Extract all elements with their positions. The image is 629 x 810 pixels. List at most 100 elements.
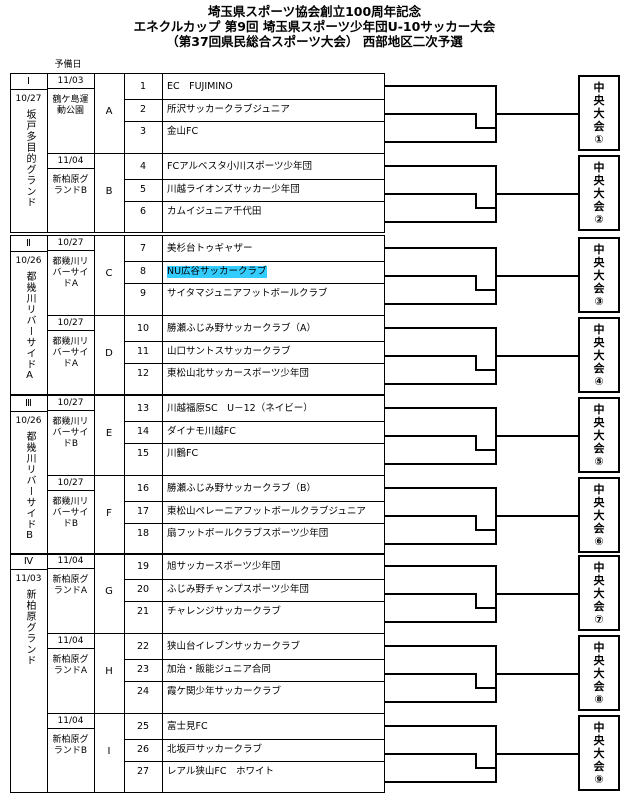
- team-number: 10: [136, 323, 150, 334]
- row-line: [124, 658, 385, 660]
- group-separator: [47, 153, 385, 154]
- num-col-line: [124, 153, 125, 233]
- bracket-line: [385, 165, 495, 167]
- block-roman: Ⅳ: [23, 556, 34, 567]
- team-name: サイタマジュニアフットボールクラブ: [167, 288, 328, 299]
- bracket-line: [385, 141, 495, 143]
- row-line: [124, 260, 385, 262]
- group-col-line: [94, 235, 95, 315]
- bracket-line: [385, 355, 475, 357]
- bracket-line: [475, 207, 495, 209]
- bracket-vertical: [475, 113, 477, 129]
- block-roman-line: [10, 89, 47, 90]
- team-name: 川越福原SC U－12（ネイビー）: [167, 403, 313, 414]
- group-letter: C: [105, 268, 113, 279]
- team-name: 扇フットボールクラブスポーツ少年団: [167, 528, 329, 539]
- num-col-line: [124, 315, 125, 395]
- bracket-line: [495, 355, 578, 357]
- group-venue: 都幾川リバーサイドB: [52, 497, 89, 529]
- group-date: 11/03: [57, 76, 84, 86]
- team-name: 川鶴FC: [167, 448, 199, 459]
- block-roman-line: [10, 411, 47, 412]
- num-col-line: [124, 713, 125, 793]
- group-letter: E: [105, 428, 113, 439]
- group-separator: [47, 315, 385, 316]
- group-separator: [47, 713, 385, 714]
- block-date: 11/03: [15, 574, 42, 584]
- group-col-line: [94, 73, 95, 153]
- group-date-line: [47, 728, 94, 729]
- team-number: 17: [136, 505, 150, 517]
- group-date: 10/27: [57, 238, 84, 248]
- bracket-line: [475, 607, 495, 609]
- team-number: 2: [139, 103, 147, 115]
- team-name: 加治・飯能ジュニア合同: [167, 663, 271, 675]
- team-number: 16: [136, 483, 150, 494]
- group-date-line: [47, 330, 94, 331]
- group-venue: 都幾川リバーサイドB: [52, 417, 89, 449]
- reserve-day-header: 予備日: [54, 60, 82, 70]
- block-date: 10/26: [15, 256, 42, 266]
- bracket-line: [385, 113, 475, 115]
- group-date-line: [47, 250, 94, 251]
- block-venue: 都幾川リバーサイドB: [24, 431, 35, 542]
- team-name: 霞ケ関少年サッカークラブ: [167, 686, 282, 697]
- team-col-line: [162, 475, 163, 555]
- team-number: 18: [136, 528, 150, 539]
- row-line: [124, 420, 385, 422]
- team-name: 狭山台イレブンサッカークラブ: [167, 641, 301, 652]
- bracket-line: [385, 463, 495, 465]
- team-number: 15: [136, 448, 150, 459]
- group-date: 10/27: [57, 398, 84, 408]
- team-number: 8: [139, 265, 147, 277]
- row-line: [124, 578, 385, 580]
- block-frame: [10, 553, 385, 793]
- team-name: 金山FC: [167, 126, 199, 137]
- team-name: 山口サントスサッカークラブ: [167, 345, 291, 357]
- team-col-line: [162, 633, 163, 713]
- group-date: 11/04: [57, 716, 84, 726]
- bracket-line: [475, 449, 495, 451]
- bracket-vertical: [475, 593, 477, 609]
- bracket-vertical: [475, 753, 477, 769]
- bracket-line: [385, 247, 495, 249]
- team-number: 4: [139, 161, 147, 172]
- group-date: 10/27: [57, 478, 84, 488]
- team-number: 14: [136, 425, 150, 437]
- bracket-line: [385, 593, 475, 595]
- block-divider: [47, 553, 48, 793]
- team-name: 東松山ペレーニアフットボールクラブジュニア: [167, 505, 366, 517]
- team-name: 勝瀬ふじみ野サッカークラブ（A）: [167, 323, 316, 334]
- bracket-line: [385, 753, 475, 755]
- bracket-line: [475, 687, 495, 689]
- group-col-line: [94, 153, 95, 233]
- group-letter: A: [105, 106, 113, 117]
- team-name: レアル狭山FC ホワイト: [167, 766, 275, 777]
- bracket-line: [385, 701, 495, 703]
- bracket-vertical: [475, 193, 477, 209]
- num-col-line: [124, 553, 125, 633]
- bracket-vertical: [475, 355, 477, 371]
- group-venue: 新柏原グランドB: [52, 735, 89, 756]
- group-letter: I: [107, 746, 111, 757]
- title-line-2: エネクルカップ 第9回 埼玉県スポーツ少年団U-10サッカー大会: [133, 19, 496, 34]
- team-number: 6: [139, 206, 147, 217]
- group-date-line: [47, 410, 94, 411]
- group-venue: 新柏原グランドA: [52, 575, 89, 596]
- bracket-line: [475, 529, 495, 531]
- bracket-line: [385, 673, 475, 675]
- group-letter: D: [105, 348, 113, 359]
- bracket-line: [495, 515, 578, 517]
- team-number: 23: [136, 663, 150, 675]
- group-date: 11/04: [57, 636, 84, 646]
- bracket-vertical: [475, 275, 477, 291]
- team-number: 26: [136, 743, 150, 755]
- num-col-line: [124, 73, 125, 153]
- bracket-vertical: [475, 435, 477, 451]
- group-letter: F: [106, 508, 112, 519]
